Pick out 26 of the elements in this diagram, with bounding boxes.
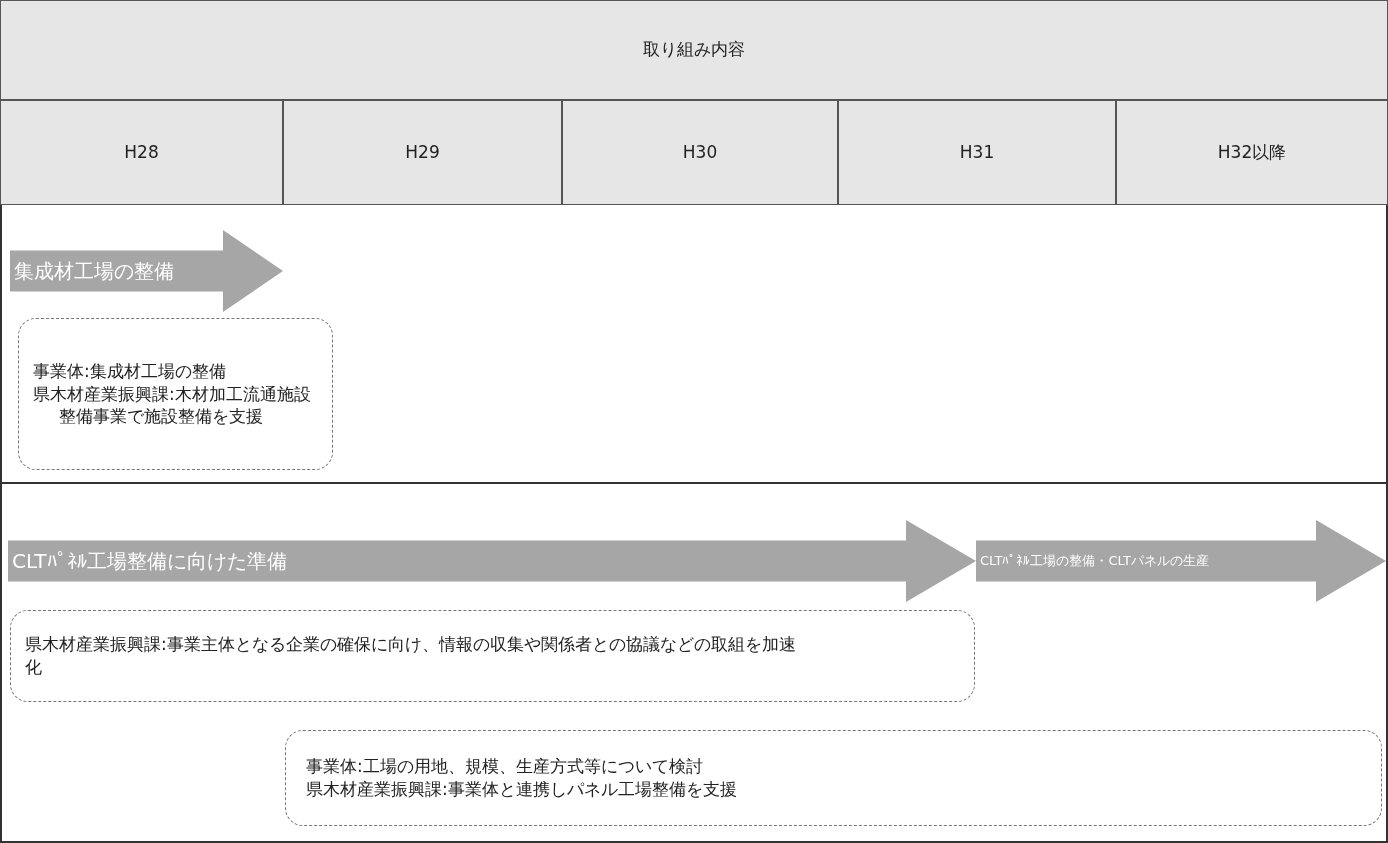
- header-cell: [0, 100, 283, 205]
- header-text: H30: [682, 140, 718, 164]
- note-text: 県木材産業振興課:事業主体となる企業の確保に向け、情報の収集や関係者との協議などの取組を加速化: [25, 633, 797, 679]
- header-cell: [562, 100, 838, 205]
- note-text: 県木材産業振興課:木材加工流通施設整備事業で施設整備を支援: [33, 382, 312, 429]
- header-text: 取り組み内容: [643, 38, 745, 62]
- note-text: 県木材産業振興課:事業体と連携しパネル工場整備を支援: [306, 778, 738, 801]
- arrow-label: CLTﾊﾟﾈﾙ工場整備に向けた準備: [11, 548, 287, 575]
- note-text: 事業体:集成材工場の整備: [33, 359, 227, 383]
- header-text: H28: [124, 140, 159, 164]
- header-text: H29: [405, 140, 440, 164]
- header-cell: [1116, 100, 1388, 205]
- header-text: H31: [959, 140, 995, 164]
- dashed-note-box: [285, 730, 1382, 826]
- dashed-note-box: [10, 610, 975, 702]
- arrow-shape: [976, 520, 1386, 602]
- note-text: 事業体:工場の用地、規模、生産方式等について検討: [306, 755, 704, 778]
- arrow-label: 集成材工場の整備: [13, 258, 174, 285]
- header-cell: [838, 100, 1116, 205]
- header-text: H32以降: [1217, 140, 1287, 164]
- arrow-label: CLTﾊﾟﾈﾙ工場の整備・CLTパネルの生産: [979, 552, 1209, 571]
- arrow-shape: [10, 230, 283, 312]
- dashed-note-box: [18, 318, 333, 470]
- arrow-shape: [8, 520, 976, 602]
- header-cell: [0, 0, 1388, 100]
- header-cell: [283, 100, 562, 205]
